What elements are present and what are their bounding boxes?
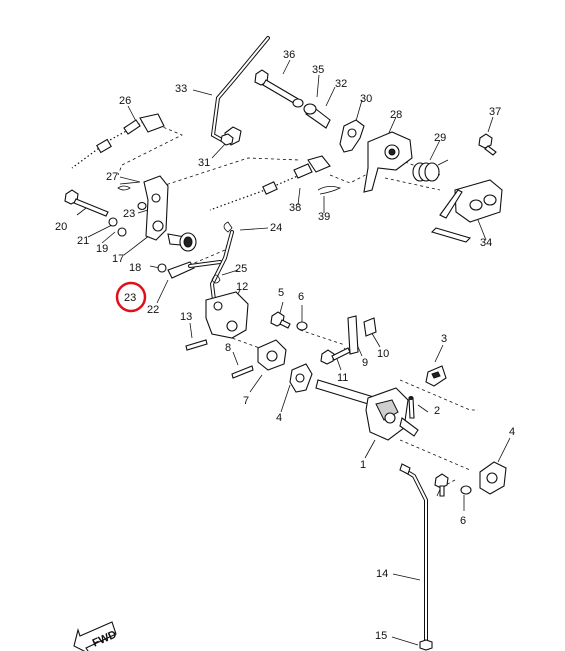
bracket-28 (363, 131, 413, 193)
callout-14: 14 (376, 568, 388, 580)
shift-shaft-1 (315, 379, 419, 441)
bolt-lower (434, 473, 449, 497)
fork-4-lower (479, 461, 507, 495)
callout-24: 24 (270, 222, 282, 234)
bolt-37 (478, 133, 497, 156)
callout-33: 33 (175, 83, 187, 95)
shift-lever-17 (143, 175, 197, 252)
callout-labels: 26 33 36 35 32 30 28 37 29 31 27 38 39 2… (55, 49, 515, 642)
joint-7 (257, 339, 287, 371)
callout-15: 15 (375, 630, 387, 642)
callout-26: 26 (119, 95, 131, 107)
pin-24 (223, 221, 233, 233)
callout-29: 29 (434, 132, 446, 144)
callout-34: 34 (480, 237, 492, 249)
callout-37: 37 (489, 106, 501, 118)
callout-7: 7 (243, 395, 249, 407)
washer-6-upper (296, 321, 308, 331)
callout-1: 1 (360, 459, 366, 471)
callout-8: 8 (225, 342, 231, 354)
plate-10 (363, 317, 377, 337)
pin-8 (231, 365, 254, 379)
callout-35: 35 (312, 64, 324, 76)
clip-39 (317, 186, 342, 195)
washer-18 (157, 263, 167, 273)
washer-19 (117, 227, 127, 237)
callout-36: 36 (283, 49, 295, 61)
clip-3 (425, 365, 447, 387)
spring-29 (412, 159, 449, 182)
callout-9: 9 (362, 357, 368, 369)
callout-25: 25 (235, 263, 247, 275)
callout-27: 27 (106, 171, 118, 183)
pin-13 (185, 339, 208, 351)
bolt-5 (270, 311, 291, 329)
callout-17: 17 (112, 253, 124, 265)
callout-23-upper: 23 (123, 208, 135, 220)
callout-2: 2 (434, 405, 440, 417)
callout-31: 31 (198, 157, 210, 169)
washer-21 (108, 217, 118, 227)
callout-38: 38 (289, 202, 301, 214)
cam-12 (205, 291, 249, 339)
callout-4-lower: 4 (509, 426, 515, 438)
lever-30 (339, 119, 365, 153)
callout-3: 3 (441, 333, 447, 345)
callout-18: 18 (129, 262, 141, 274)
callout-5: 5 (278, 287, 284, 299)
shift-rod-14 (399, 463, 428, 650)
bolt-20 (64, 189, 109, 217)
highlight-circle (115, 281, 147, 313)
spring-27 (117, 181, 141, 191)
collar-32 (303, 103, 331, 129)
callout-6-lower: 6 (460, 515, 466, 527)
callout-10: 10 (377, 348, 389, 360)
rod-24 (209, 230, 234, 302)
bracket-34 (430, 179, 503, 243)
nut-31 (220, 133, 234, 146)
washer-35 (292, 98, 304, 108)
callout-30: 30 (360, 93, 372, 105)
callout-22: 22 (147, 304, 159, 316)
callout-12: 12 (236, 281, 248, 293)
fork-4-upper (289, 363, 313, 393)
callout-19: 19 (96, 243, 108, 255)
shift-rod-33 (210, 36, 270, 146)
callout-28: 28 (390, 109, 402, 121)
fwd-direction-arrow (73, 621, 117, 651)
callout-13: 13 (180, 311, 192, 323)
nut-15 (419, 639, 433, 651)
pin-2 (408, 396, 415, 419)
callout-4-upper: 4 (276, 412, 282, 424)
callout-20: 20 (55, 221, 67, 233)
callout-32: 32 (335, 78, 347, 90)
callout-6-upper: 6 (298, 291, 304, 303)
clip-25 (211, 274, 221, 284)
link-22 (167, 260, 222, 279)
washer-6-lower (460, 485, 472, 495)
callout-39: 39 (318, 211, 330, 223)
leader-lines (76, 59, 511, 646)
bolt-36 (254, 69, 301, 106)
callout-23-highlighted: 23 (124, 292, 136, 304)
bolt-11 (320, 347, 351, 365)
washer-23-upper (137, 201, 147, 211)
shift-cables (71, 113, 331, 211)
callout-11: 11 (337, 372, 348, 384)
callout-21: 21 (77, 235, 89, 247)
bracket-9 (347, 315, 359, 355)
